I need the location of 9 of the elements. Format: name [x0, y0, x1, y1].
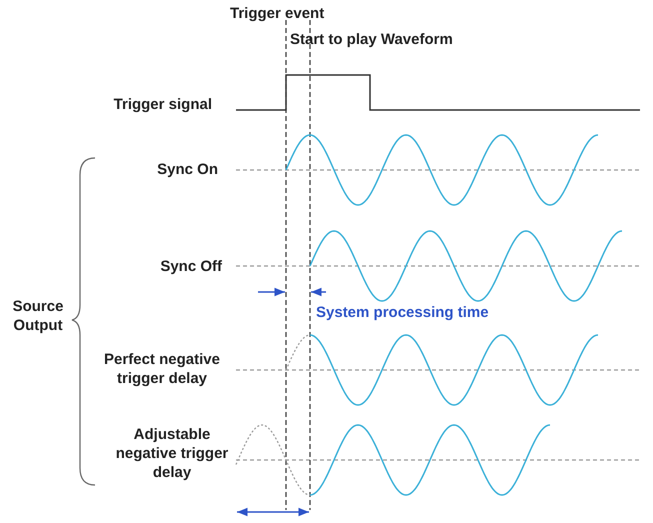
- group-label: Source Output: [12, 297, 64, 335]
- event-label: Start to play Waveform: [290, 30, 454, 49]
- signal-label: Sync On: [156, 160, 218, 179]
- signal-label: Sync Off: [159, 257, 222, 276]
- signal-label: Adjustable negative trigger delay: [114, 425, 230, 482]
- dimension-label: System processing time: [316, 303, 490, 322]
- signal-label: Trigger signal: [112, 95, 212, 114]
- event-label: Trigger event: [230, 4, 326, 23]
- signal-label: Perfect negative trigger delay: [103, 350, 221, 388]
